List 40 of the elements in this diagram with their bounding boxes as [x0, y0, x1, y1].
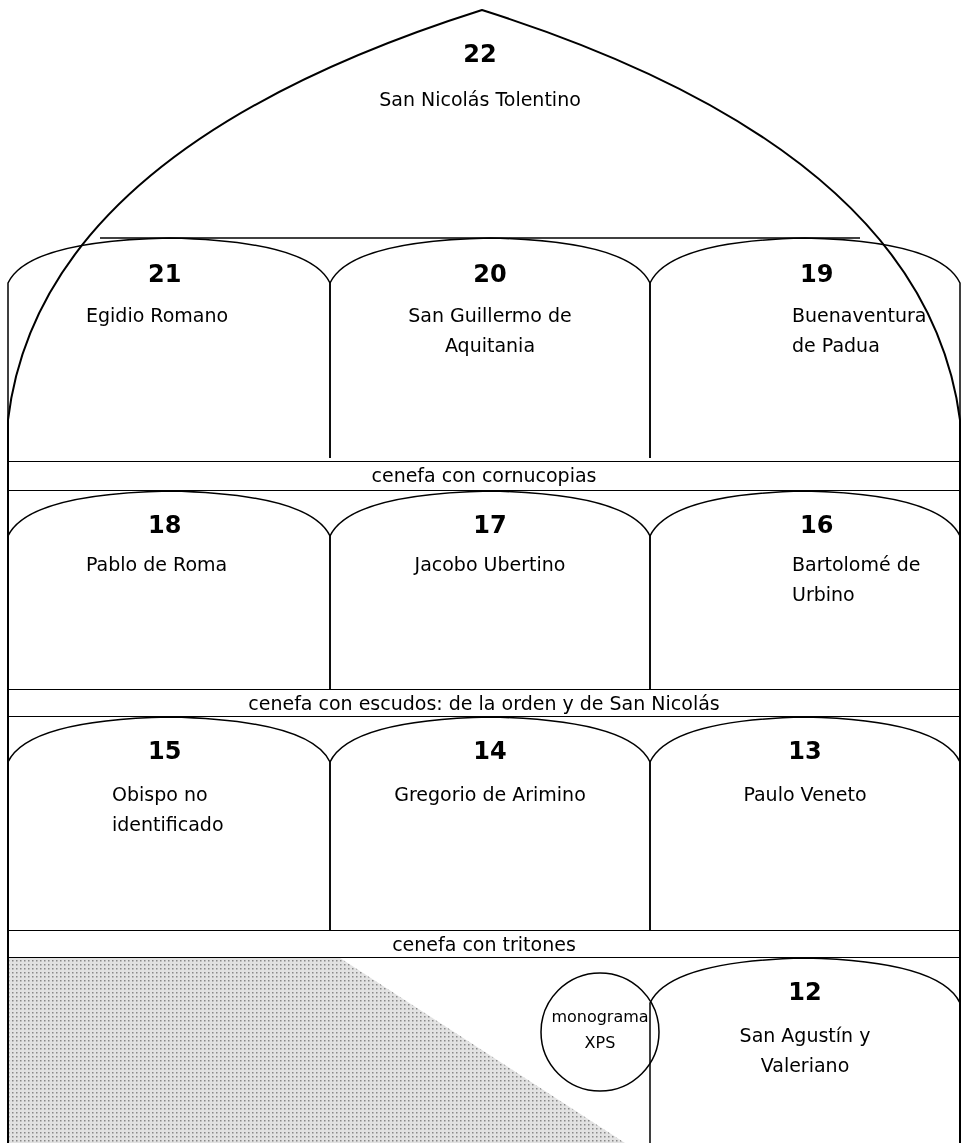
panel-number: 22: [462, 40, 498, 68]
arched-panel: [8, 238, 330, 458]
arched-panel: [650, 717, 960, 930]
arched-panel: [650, 491, 960, 689]
saint-name: San Nicolás Tolentino: [378, 87, 582, 112]
frieze-label: cenefa con escudos: de la orden y de San Nicolás: [248, 692, 720, 714]
frieze-label: cenefa con cornucopias: [371, 464, 597, 486]
frieze-label: cenefa con tritones: [392, 933, 576, 955]
panel-number: 20: [472, 260, 508, 288]
saint-name: Bartolomé de Urbino: [792, 552, 922, 607]
arched-panel: [8, 491, 330, 689]
panel-number: 14: [472, 737, 508, 765]
arched-panel: [330, 238, 650, 458]
panel-number: 21: [148, 260, 182, 288]
arched-panel: [330, 491, 650, 689]
panel-number: 16: [800, 511, 834, 539]
saint-name: Paulo Veneto: [742, 782, 868, 807]
monogram-label: monograma XPS: [550, 1006, 650, 1054]
saint-name: Buenaventura de Padua: [792, 303, 928, 358]
panel-number: 13: [787, 737, 823, 765]
frieze-band: [8, 930, 960, 958]
panel-number: 12: [787, 978, 823, 1006]
arched-panel: [650, 958, 960, 1143]
monogram-circle: [540, 972, 660, 1092]
arched-panel: [330, 717, 650, 930]
frieze-band: [8, 689, 960, 717]
saint-name: Jacobo Ubertino: [412, 552, 567, 577]
panel-number: 17: [472, 511, 508, 539]
saint-name: Pablo de Roma: [86, 552, 229, 577]
saint-name: Egidio Romano: [86, 303, 230, 328]
panel-number: 15: [148, 737, 182, 765]
saint-name: San Guillermo de Aquitania: [407, 303, 573, 358]
arched-panel: [8, 717, 330, 930]
saint-name: San Agustín y Valeriano: [738, 1023, 872, 1078]
saint-name: Obispo no identificado: [112, 782, 225, 837]
panel-number: 18: [148, 511, 182, 539]
arched-panel: [650, 238, 960, 458]
frieze-band: [8, 461, 960, 491]
panel-number: 19: [800, 260, 834, 288]
saint-name: Gregorio de Arimino: [393, 782, 587, 807]
